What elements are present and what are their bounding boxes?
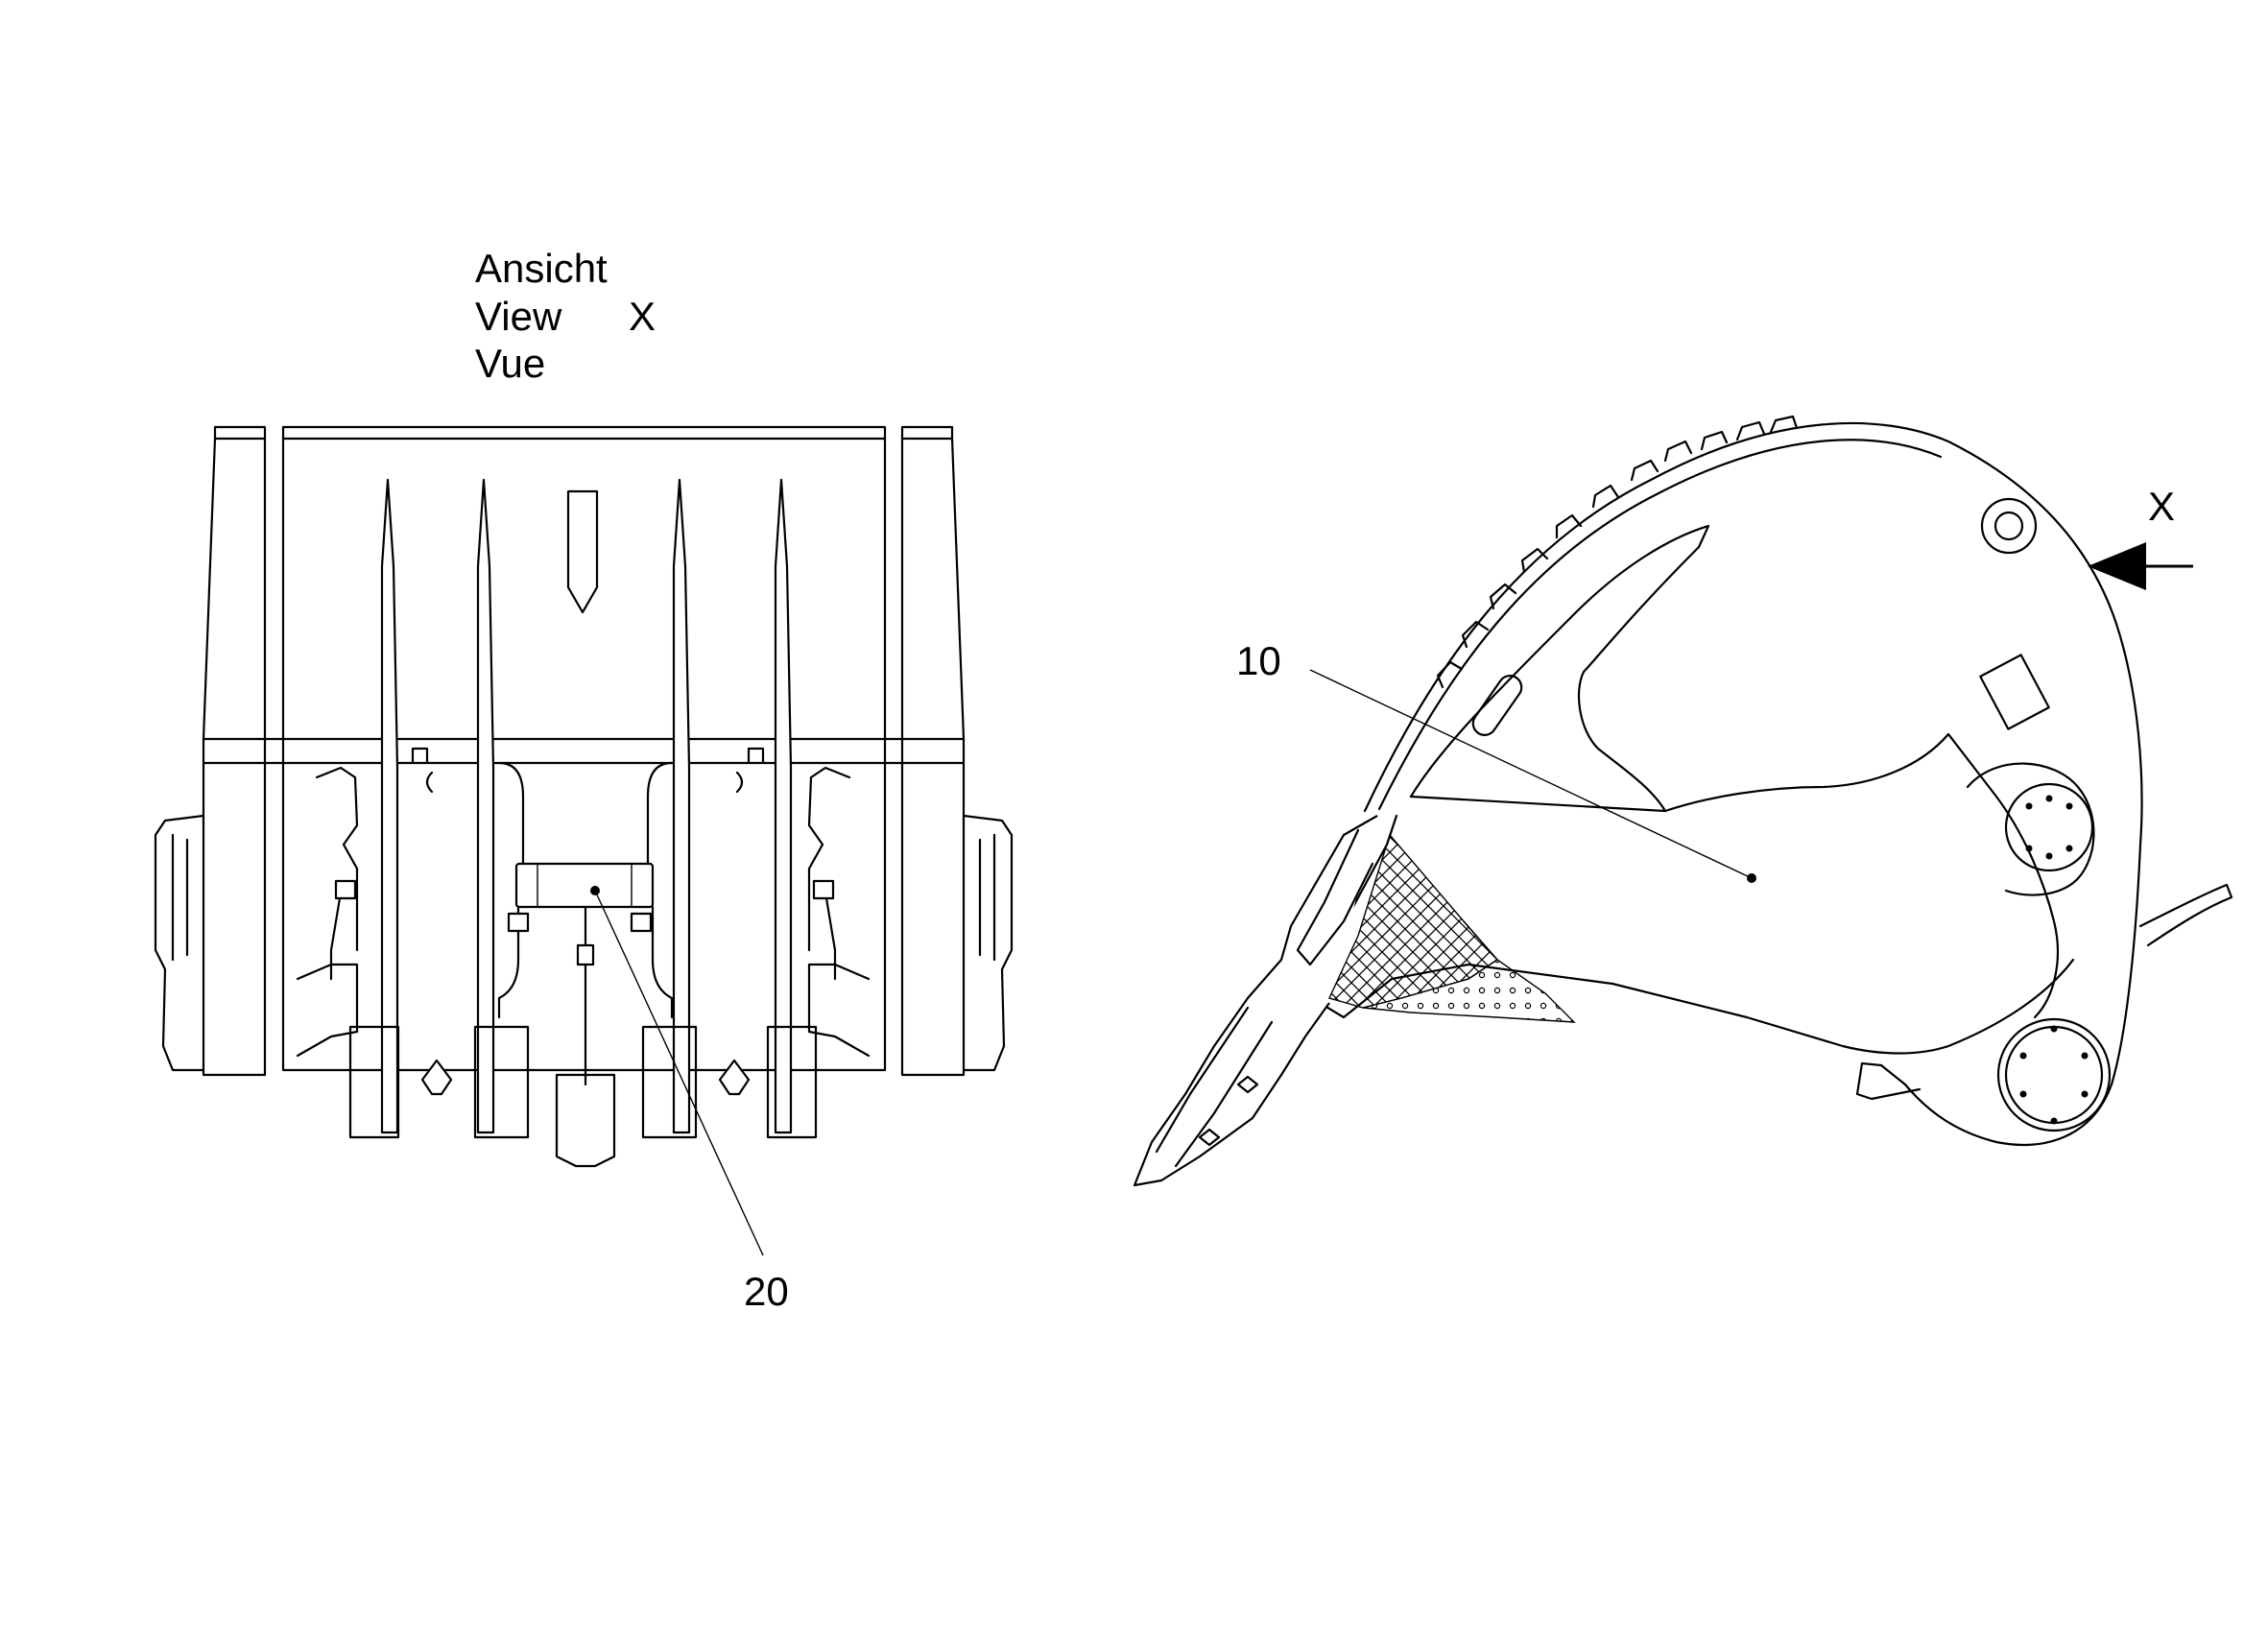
side-plate-right: [900, 437, 966, 1077]
side-lug-left: [154, 814, 205, 1072]
small-tooth-1: [420, 1059, 453, 1096]
callout-20-leader: [594, 890, 764, 1256]
tines: [380, 478, 793, 1134]
fitting-2: [747, 747, 765, 765]
bracket-1: [315, 766, 359, 952]
line-outer-left: [329, 891, 343, 981]
callout-10-label: 10: [1236, 638, 1281, 683]
hose-clips: [425, 771, 744, 794]
hose: [2138, 883, 2233, 947]
callout-10-leader: [1309, 669, 1753, 879]
side-lug-left-detail: [171, 833, 189, 962]
lower-hinge-outer: [1996, 1017, 2112, 1132]
shank-box-1: [348, 1025, 400, 1139]
bracket-4: [807, 766, 851, 952]
line-l-mid: [497, 905, 520, 1019]
coupling-right: [812, 879, 835, 900]
bracket-1b: [296, 963, 359, 1058]
arrow-head-icon: [2088, 542, 2146, 590]
callout-20: 20: [590, 886, 789, 1314]
top-lip-right: [900, 425, 954, 441]
wear-segments: [1436, 415, 1799, 689]
ripper-tooth: [1133, 815, 1378, 1187]
outer-shell: [1363, 421, 2143, 1146]
view-arrow-label: X: [2148, 484, 2175, 529]
shell-inner-edge: [1377, 439, 1943, 811]
coupling-center-left: [507, 912, 530, 933]
tine-2: [476, 478, 495, 1134]
center-line: [576, 900, 595, 1086]
tooth-pins: [1198, 1075, 1259, 1147]
callout-20-label: 20: [744, 1269, 789, 1314]
upper-hinge-plate: [2004, 782, 2094, 872]
shank-brackets: [296, 766, 871, 1168]
side-plate-left: [202, 437, 267, 1077]
caption-view-letter: X: [629, 294, 656, 339]
upper-side-panel: [1409, 524, 1710, 813]
lower-hinge-plate: [2004, 1025, 2104, 1125]
lower-lug: [1855, 1061, 1922, 1101]
shank-box-2: [473, 1025, 530, 1139]
caption-view: View: [475, 294, 562, 339]
dotted-area: [1362, 920, 1576, 1023]
view-arrow: X: [2088, 484, 2193, 590]
side-lug-right: [962, 814, 1014, 1072]
center-shank: [555, 1073, 616, 1168]
line-r-mid: [651, 905, 674, 1019]
slot: [1471, 675, 1523, 736]
side-plate-contour: [1946, 732, 2060, 1019]
line-r-top: [646, 761, 674, 866]
coupling-left: [334, 879, 357, 900]
tine-4: [774, 478, 793, 1134]
bucket-side-view: [1133, 415, 2233, 1187]
tooth-adapter: [1296, 828, 1374, 966]
fitting-1: [411, 747, 429, 765]
tine-3: [672, 478, 691, 1134]
side-lug-right-detail: [978, 833, 996, 962]
id-plate: [1979, 654, 2050, 730]
view-caption: Ansicht View Vue X: [475, 246, 656, 386]
line-l-top: [497, 761, 525, 866]
callout-10: 10: [1236, 638, 1756, 883]
hydraulic-lines: [329, 747, 837, 1086]
distribution-block: [514, 862, 655, 909]
pivot-eye-hole: [1993, 511, 2024, 541]
back-plate: [281, 437, 887, 1072]
small-tooth-2: [718, 1059, 751, 1096]
bracket-4b: [807, 963, 871, 1058]
shank-box-4: [766, 1025, 818, 1139]
pivot-eye: [1980, 497, 2038, 555]
tine-1: [380, 478, 399, 1134]
tooth-edges: [1155, 1006, 1274, 1168]
top-lip-left: [213, 425, 267, 441]
line-outer-right: [824, 891, 837, 981]
center-tooth: [566, 489, 599, 614]
caption-vue: Vue: [475, 341, 545, 386]
caption-ansicht: Ansicht: [475, 246, 608, 291]
shank-box-3: [641, 1025, 698, 1139]
upper-panel-bottom: [1409, 732, 1950, 813]
bucket-front-view: [154, 425, 1014, 1168]
coupling-center-right: [630, 912, 653, 933]
top-lip-center: [281, 425, 887, 441]
